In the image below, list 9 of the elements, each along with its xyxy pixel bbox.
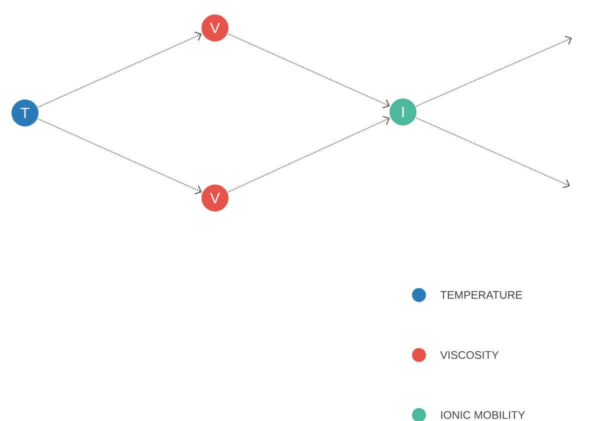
legend-label: VISCOSITY: [440, 351, 499, 359]
arrow: [416, 36, 572, 107]
legend-label: IONIC MOBILITY: [441, 411, 525, 419]
arrow: [38, 32, 202, 108]
legend-label: TEMPERATURE: [440, 291, 522, 299]
arrow: [228, 33, 390, 108]
arrow: [228, 116, 390, 192]
arrow: [38, 118, 202, 194]
arrow: [416, 117, 570, 188]
